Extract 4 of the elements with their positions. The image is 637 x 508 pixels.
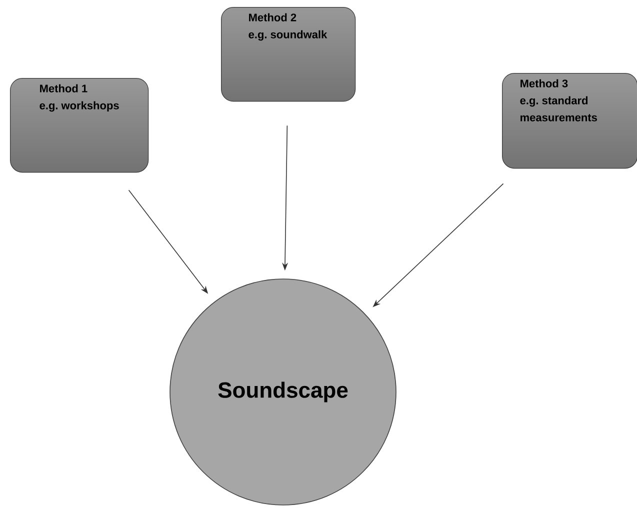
- method-box: Method 2 e.g. soundwalk: [221, 7, 356, 102]
- method-box: Method 1 e.g. workshops: [10, 78, 149, 173]
- method-box: Method 3 e.g. standard measurements: [502, 73, 637, 169]
- circle-node: Soundscape: [170, 278, 396, 506]
